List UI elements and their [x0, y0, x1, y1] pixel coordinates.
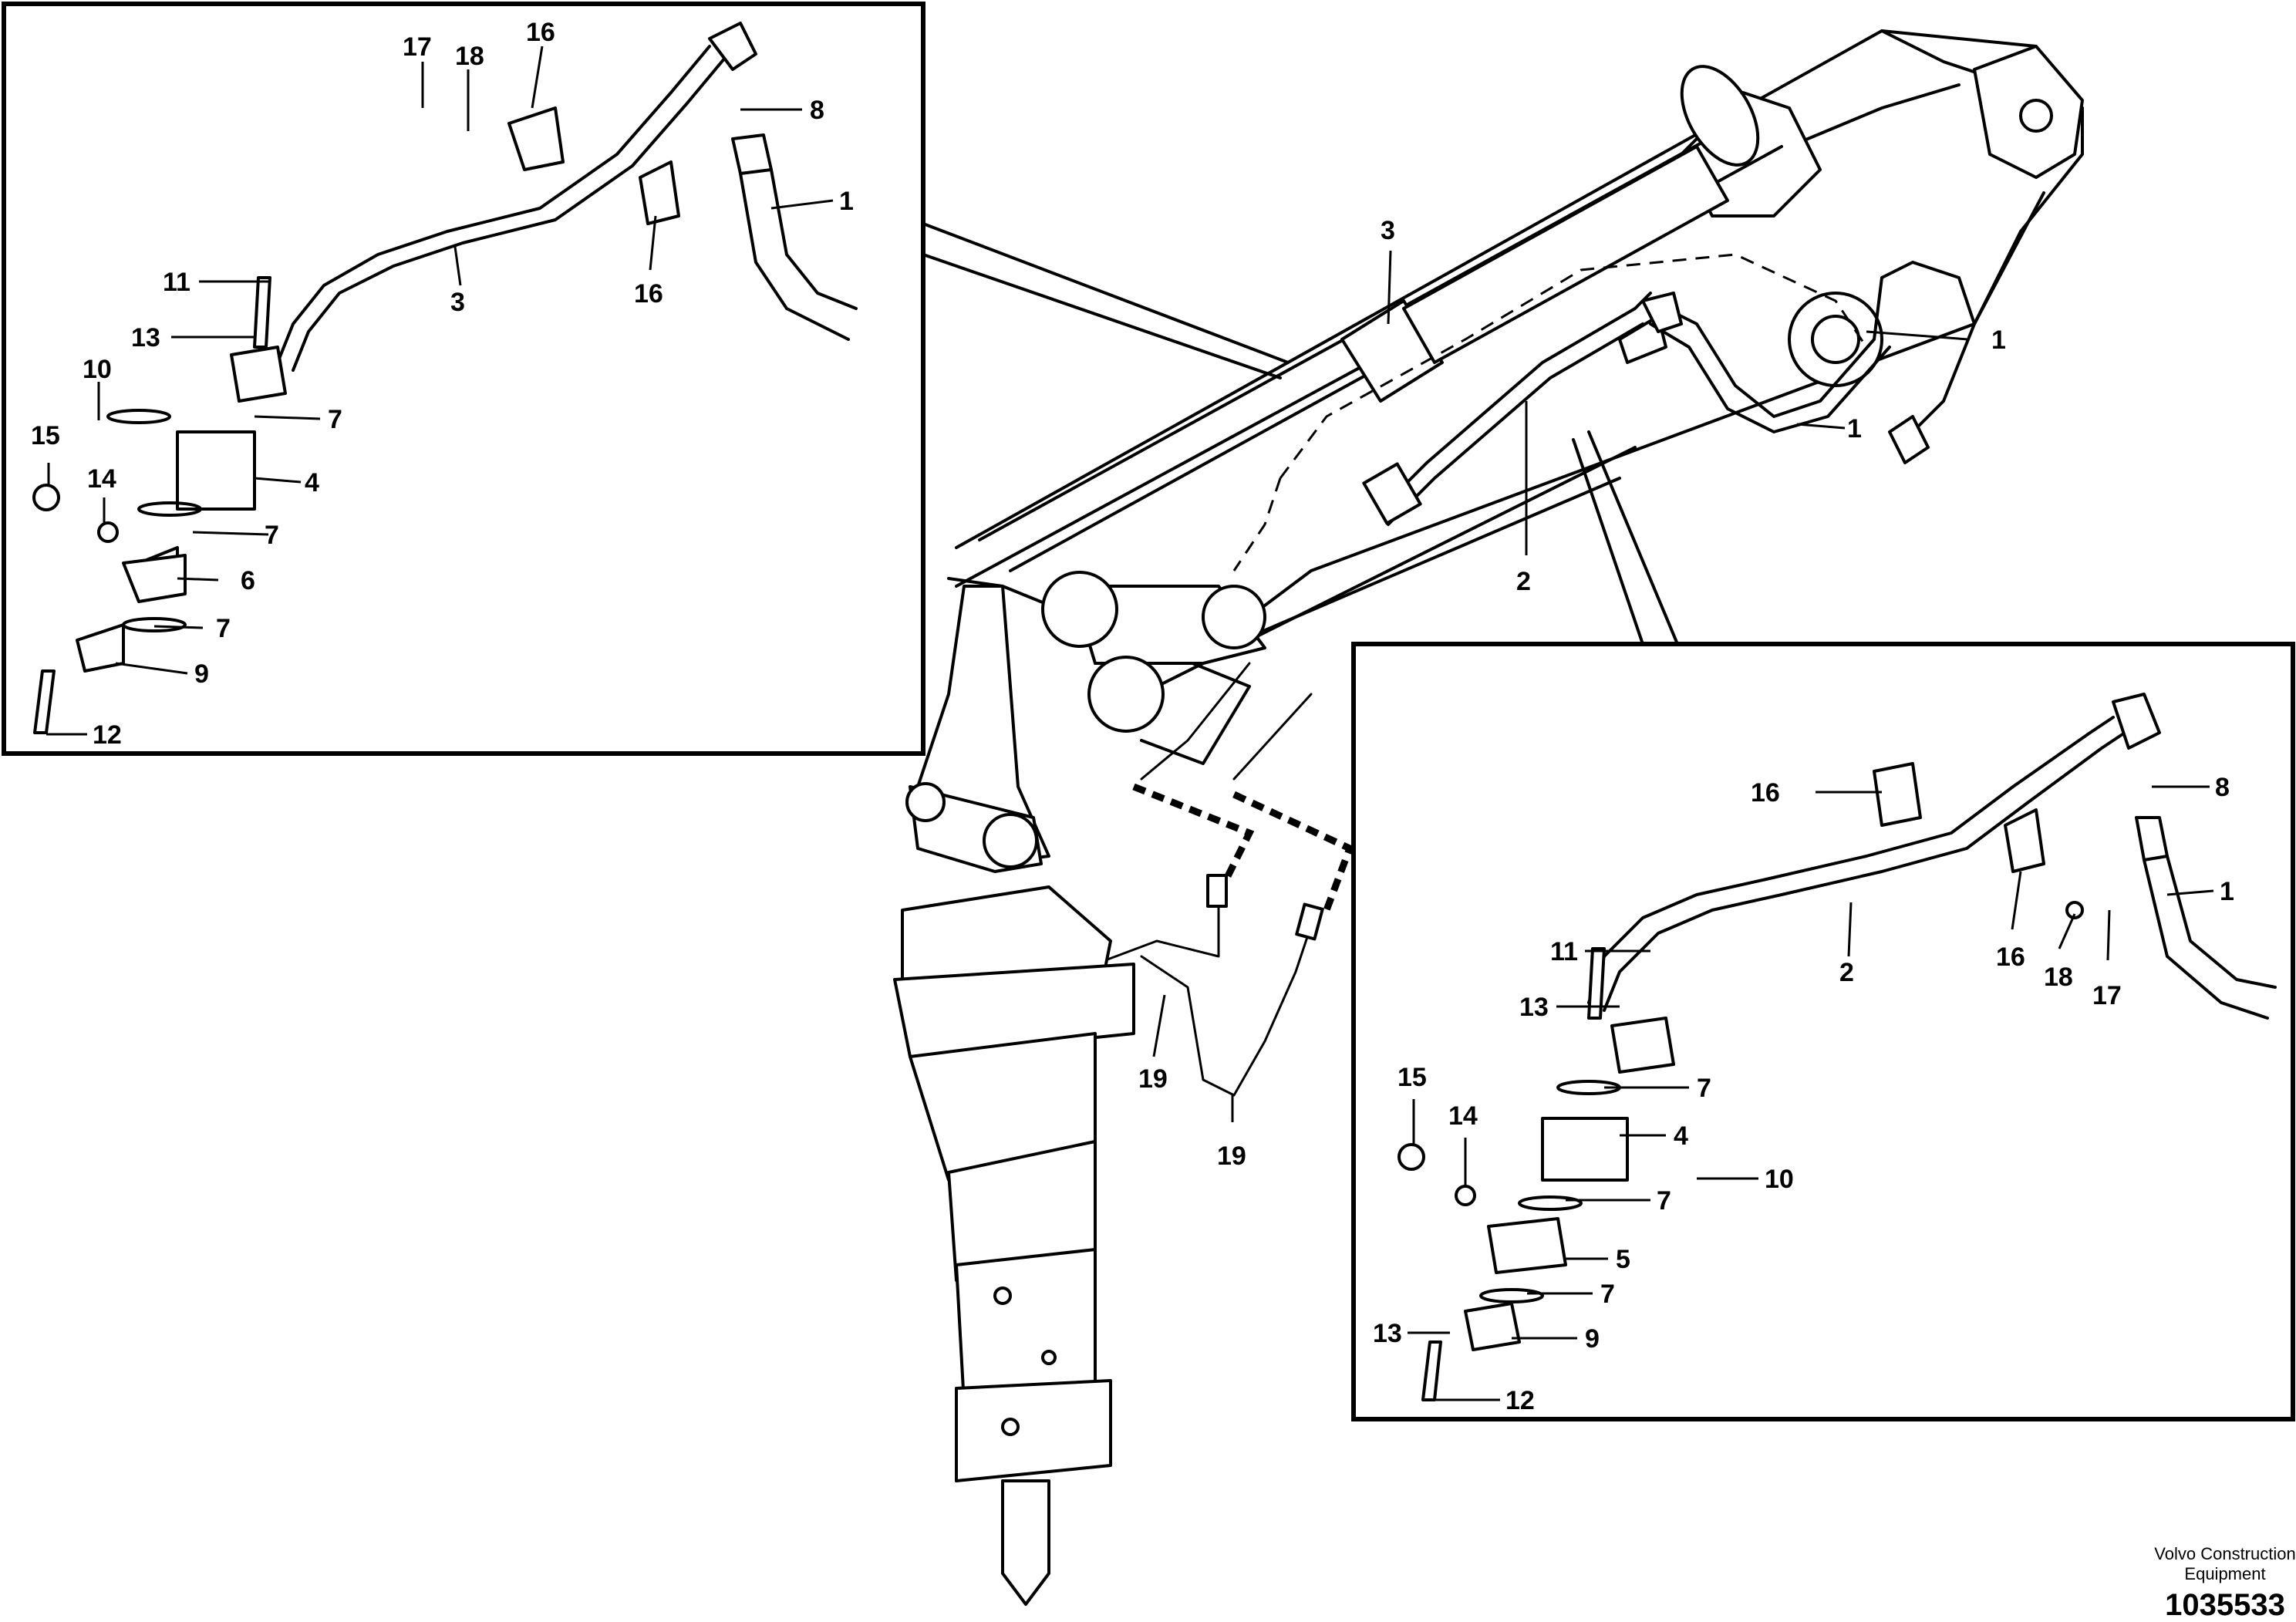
callout-7: 7	[1697, 1074, 1711, 1103]
callout-5: 5	[1616, 1245, 1630, 1274]
callout-19: 19	[1138, 1064, 1168, 1094]
figure-footer: Volvo Construction Equipment 1035533	[2154, 1544, 2295, 1622]
callout-2: 2	[1839, 958, 1854, 987]
callout-9: 9	[1585, 1324, 1600, 1354]
callout-10: 10	[83, 355, 112, 384]
callout-7: 7	[328, 405, 342, 434]
callout-labels-right: 16 8 1 2 16 18 17 11 13 7 15 14 4 10 7 5…	[1373, 773, 2234, 1415]
detail-view-left	[2, 2, 925, 756]
company-name-line2: Equipment	[2184, 1564, 2265, 1583]
callout-1: 1	[1847, 414, 1862, 443]
callout-1: 1	[1991, 325, 2006, 355]
callout-1: 1	[2220, 877, 2234, 906]
callout-17: 17	[403, 32, 432, 62]
callout-16: 16	[526, 18, 555, 47]
callout-16: 16	[1996, 943, 2025, 972]
leader-lines	[46, 46, 2214, 1401]
callout-18: 18	[455, 42, 484, 71]
callout-19: 19	[1217, 1141, 1246, 1171]
callout-14: 14	[1448, 1101, 1478, 1131]
callout-12: 12	[93, 720, 122, 750]
company-name-line1: Volvo Construction	[2154, 1544, 2295, 1563]
detail-view-right	[1351, 642, 2295, 1421]
callout-11: 11	[163, 268, 190, 297]
callout-11: 11	[1550, 937, 1578, 966]
callout-2: 2	[1516, 567, 1531, 596]
callout-13: 13	[1373, 1319, 1402, 1348]
callout-3: 3	[450, 288, 465, 317]
callout-12: 12	[1505, 1386, 1535, 1415]
callout-13: 13	[1519, 993, 1549, 1022]
callout-8: 8	[810, 96, 824, 125]
callout-17: 17	[2092, 981, 2122, 1010]
callout-15: 15	[31, 421, 60, 450]
callout-18: 18	[2044, 963, 2073, 992]
callout-labels-left: 17 18 16 8 1 3 16 11 13 10 7 15 14 4 7 6…	[31, 18, 854, 750]
callout-4: 4	[305, 468, 319, 497]
callout-7: 7	[265, 521, 279, 550]
callout-9: 9	[194, 659, 209, 689]
callout-6: 6	[241, 566, 255, 595]
callout-15: 15	[1397, 1063, 1427, 1092]
callout-7: 7	[1600, 1280, 1615, 1309]
callout-16: 16	[1751, 778, 1780, 808]
callout-14: 14	[87, 464, 116, 494]
callout-8: 8	[2215, 773, 2230, 802]
callout-7: 7	[216, 614, 231, 643]
figure-number: 1035533	[2165, 1588, 2285, 1622]
excavator-boom-drawing	[893, 29, 2084, 1606]
callout-13: 13	[131, 323, 160, 352]
callout-labels-center: 3 1 1 2 19 19	[1138, 216, 2006, 1171]
callout-10: 10	[1765, 1165, 1794, 1194]
callout-4: 4	[1674, 1121, 1688, 1151]
callout-7: 7	[1657, 1186, 1671, 1216]
callout-16: 16	[634, 279, 663, 309]
callout-1: 1	[839, 187, 854, 216]
callout-3: 3	[1381, 216, 1395, 245]
